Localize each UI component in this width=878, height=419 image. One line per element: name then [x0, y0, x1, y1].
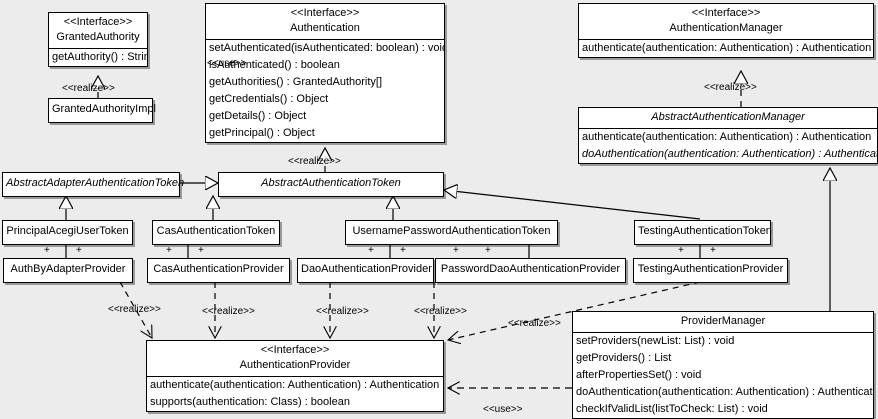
class-name: CasAuthenticationToken: [156, 225, 276, 237]
class-name: CasAuthenticationProvider: [153, 263, 284, 275]
class-name: GrantedAuthorityImpl: [52, 103, 156, 115]
class-username-password-authentication-token[interactable]: UsernamePasswordAuthenticationToken: [345, 220, 558, 245]
assoc-visibility-marker: +: [400, 245, 406, 256]
assoc-visibility-marker: +: [166, 245, 172, 256]
class-name: DaoAuthenticationProvider: [301, 263, 432, 275]
operation: doAuthentication(authentication: Authent…: [576, 386, 873, 398]
class-name: UsernamePasswordAuthenticationToken: [352, 225, 551, 237]
class-header: <<Interface>> GrantedAuthority: [49, 13, 147, 48]
class-authentication-provider[interactable]: <<Interface>> AuthenticationProvider aut…: [146, 340, 444, 412]
class-auth-by-adapter-provider[interactable]: AuthByAdapterProvider: [3, 258, 133, 283]
assoc-visibility-marker: +: [368, 245, 374, 256]
operations-compartment: authenticate(authentication: Authenticat…: [147, 376, 443, 411]
operation: getDetails() : Object: [209, 110, 307, 122]
edge-label-realize-password-dao-authentication-provider: <<realize>>: [414, 306, 467, 317]
class-cas-authentication-token[interactable]: CasAuthenticationToken: [152, 220, 280, 245]
class-provider-manager[interactable]: ProviderManager setProviders(newList: Li…: [572, 311, 874, 419]
operation: setProviders(newList: List) : void: [576, 335, 735, 347]
operation: authenticate(authentication: Authenticat…: [582, 42, 872, 54]
edge-label-realize-abstract-authentication-token: <<realize>>: [288, 156, 341, 167]
class-header: ProviderManager: [573, 312, 873, 332]
edge-testingauthenticationtoken-extends-abstractauthenticationtoken: [444, 190, 701, 220]
assoc-visibility-marker: +: [710, 245, 716, 256]
class-name: AuthenticationManager: [669, 22, 783, 34]
operations-compartment: authenticate(authentication: Authenticat…: [579, 39, 873, 57]
class-password-dao-authentication-provider[interactable]: PasswordDaoAuthenticationProvider: [435, 258, 626, 283]
class-name: AuthenticationProvider: [239, 359, 351, 371]
edge-label-realize-granted-authority-impl: <<realize>>: [62, 83, 115, 94]
operation: getProviders() : List: [576, 352, 672, 364]
operation: checkIfValidList(listToCheck: List) : vo…: [576, 403, 768, 415]
class-authentication-manager[interactable]: <<Interface>> AuthenticationManager auth…: [578, 3, 874, 58]
class-name: AbstractAuthenticationToken: [261, 177, 401, 189]
stereotype-label: <<Interface>>: [63, 16, 133, 28]
edge-label-realize-cas-authentication-provider: <<realize>>: [202, 306, 255, 317]
edge-label-realize-dao-authentication-provider: <<realize>>: [316, 306, 369, 317]
operation: supports(authentication: Class) : boolea…: [150, 396, 350, 408]
operation: setAuthenticated(isAuthenticated: boolea…: [209, 42, 444, 54]
operation: doAuthentication(authentication: Authent…: [582, 148, 877, 160]
stereotype-label: <<Interface>>: [260, 344, 330, 356]
operation: authenticate(authentication: Authenticat…: [150, 379, 440, 391]
class-header: <<Interface>> Authentication: [206, 4, 444, 39]
edge-label-use-granted-authority: <<use>>: [207, 58, 247, 69]
class-header: <<Interface>> AuthenticationProvider: [147, 341, 443, 376]
class-name: PasswordDaoAuthenticationProvider: [440, 263, 621, 275]
class-cas-authentication-provider[interactable]: CasAuthenticationProvider: [147, 258, 290, 283]
operation: afterPropertiesSet() : void: [576, 369, 702, 381]
class-testing-authentication-provider[interactable]: TestingAuthenticationProvider: [633, 258, 788, 283]
operation: getCredentials() : Object: [209, 93, 329, 105]
class-name: AuthByAdapterProvider: [10, 263, 126, 275]
operations-compartment: getAuthority() : String: [49, 48, 147, 66]
assoc-visibility-marker: +: [678, 245, 684, 256]
operations-compartment: setProviders(newList: List) : void getPr…: [573, 332, 873, 418]
class-principal-acegi-user-token[interactable]: PrincipalAcegiUserToken: [2, 220, 133, 245]
class-name: AbstractAdapterAuthenticationToken: [6, 177, 185, 189]
assoc-visibility-marker: +: [453, 245, 459, 256]
edge-label-use-provider-manager: <<use>>: [483, 404, 523, 415]
operation: getAuthority() : String: [52, 51, 147, 63]
assoc-visibility-marker: +: [485, 245, 491, 256]
operation: getPrincipal() : Object: [209, 127, 315, 139]
class-authentication[interactable]: <<Interface>> Authentication setAuthenti…: [205, 3, 445, 143]
edge-label-realize-provider-manager: <<realize>>: [508, 318, 561, 329]
class-granted-authority[interactable]: <<Interface>> GrantedAuthority getAuthor…: [48, 12, 148, 67]
class-name: PrincipalAcegiUserToken: [6, 225, 129, 237]
operation: isAuthenticated() : boolean: [209, 59, 340, 71]
class-abstract-adapter-authentication-token[interactable]: AbstractAdapterAuthenticationToken: [2, 172, 185, 197]
class-header: AbstractAuthenticationManager: [579, 108, 877, 128]
class-abstract-authentication-token[interactable]: AbstractAuthenticationToken: [218, 172, 444, 197]
assoc-visibility-marker: +: [76, 245, 82, 256]
class-granted-authority-impl[interactable]: GrantedAuthorityImpl: [48, 98, 156, 123]
class-name: GrantedAuthority: [56, 31, 140, 43]
class-name: TestingAuthenticationToken: [638, 225, 772, 237]
class-name: TestingAuthenticationProvider: [637, 263, 784, 275]
class-name: Authentication: [290, 22, 360, 34]
class-abstract-authentication-manager[interactable]: AbstractAuthenticationManager authentica…: [578, 107, 878, 164]
class-name: ProviderManager: [680, 315, 766, 327]
assoc-visibility-marker: +: [44, 245, 50, 256]
class-name: AbstractAuthenticationManager: [651, 111, 805, 123]
class-dao-authentication-provider[interactable]: DaoAuthenticationProvider: [297, 258, 434, 283]
class-header: <<Interface>> AuthenticationManager: [579, 4, 873, 39]
operation: authenticate(authentication: Authenticat…: [582, 131, 872, 143]
operation: getAuthorities() : GrantedAuthority[]: [209, 76, 383, 88]
edge-label-realize-abstract-authentication-manager: <<realize>>: [704, 82, 757, 93]
operations-compartment: setAuthenticated(isAuthenticated: boolea…: [206, 39, 444, 142]
edge-label-realize-auth-by-adapter-provider: <<realize>>: [108, 304, 161, 315]
stereotype-label: <<Interface>>: [691, 7, 761, 19]
stereotype-label: <<Interface>>: [290, 7, 360, 19]
operations-compartment: authenticate(authentication: Authenticat…: [579, 128, 877, 163]
class-testing-authentication-token[interactable]: TestingAuthenticationToken: [634, 220, 772, 245]
assoc-visibility-marker: +: [198, 245, 204, 256]
